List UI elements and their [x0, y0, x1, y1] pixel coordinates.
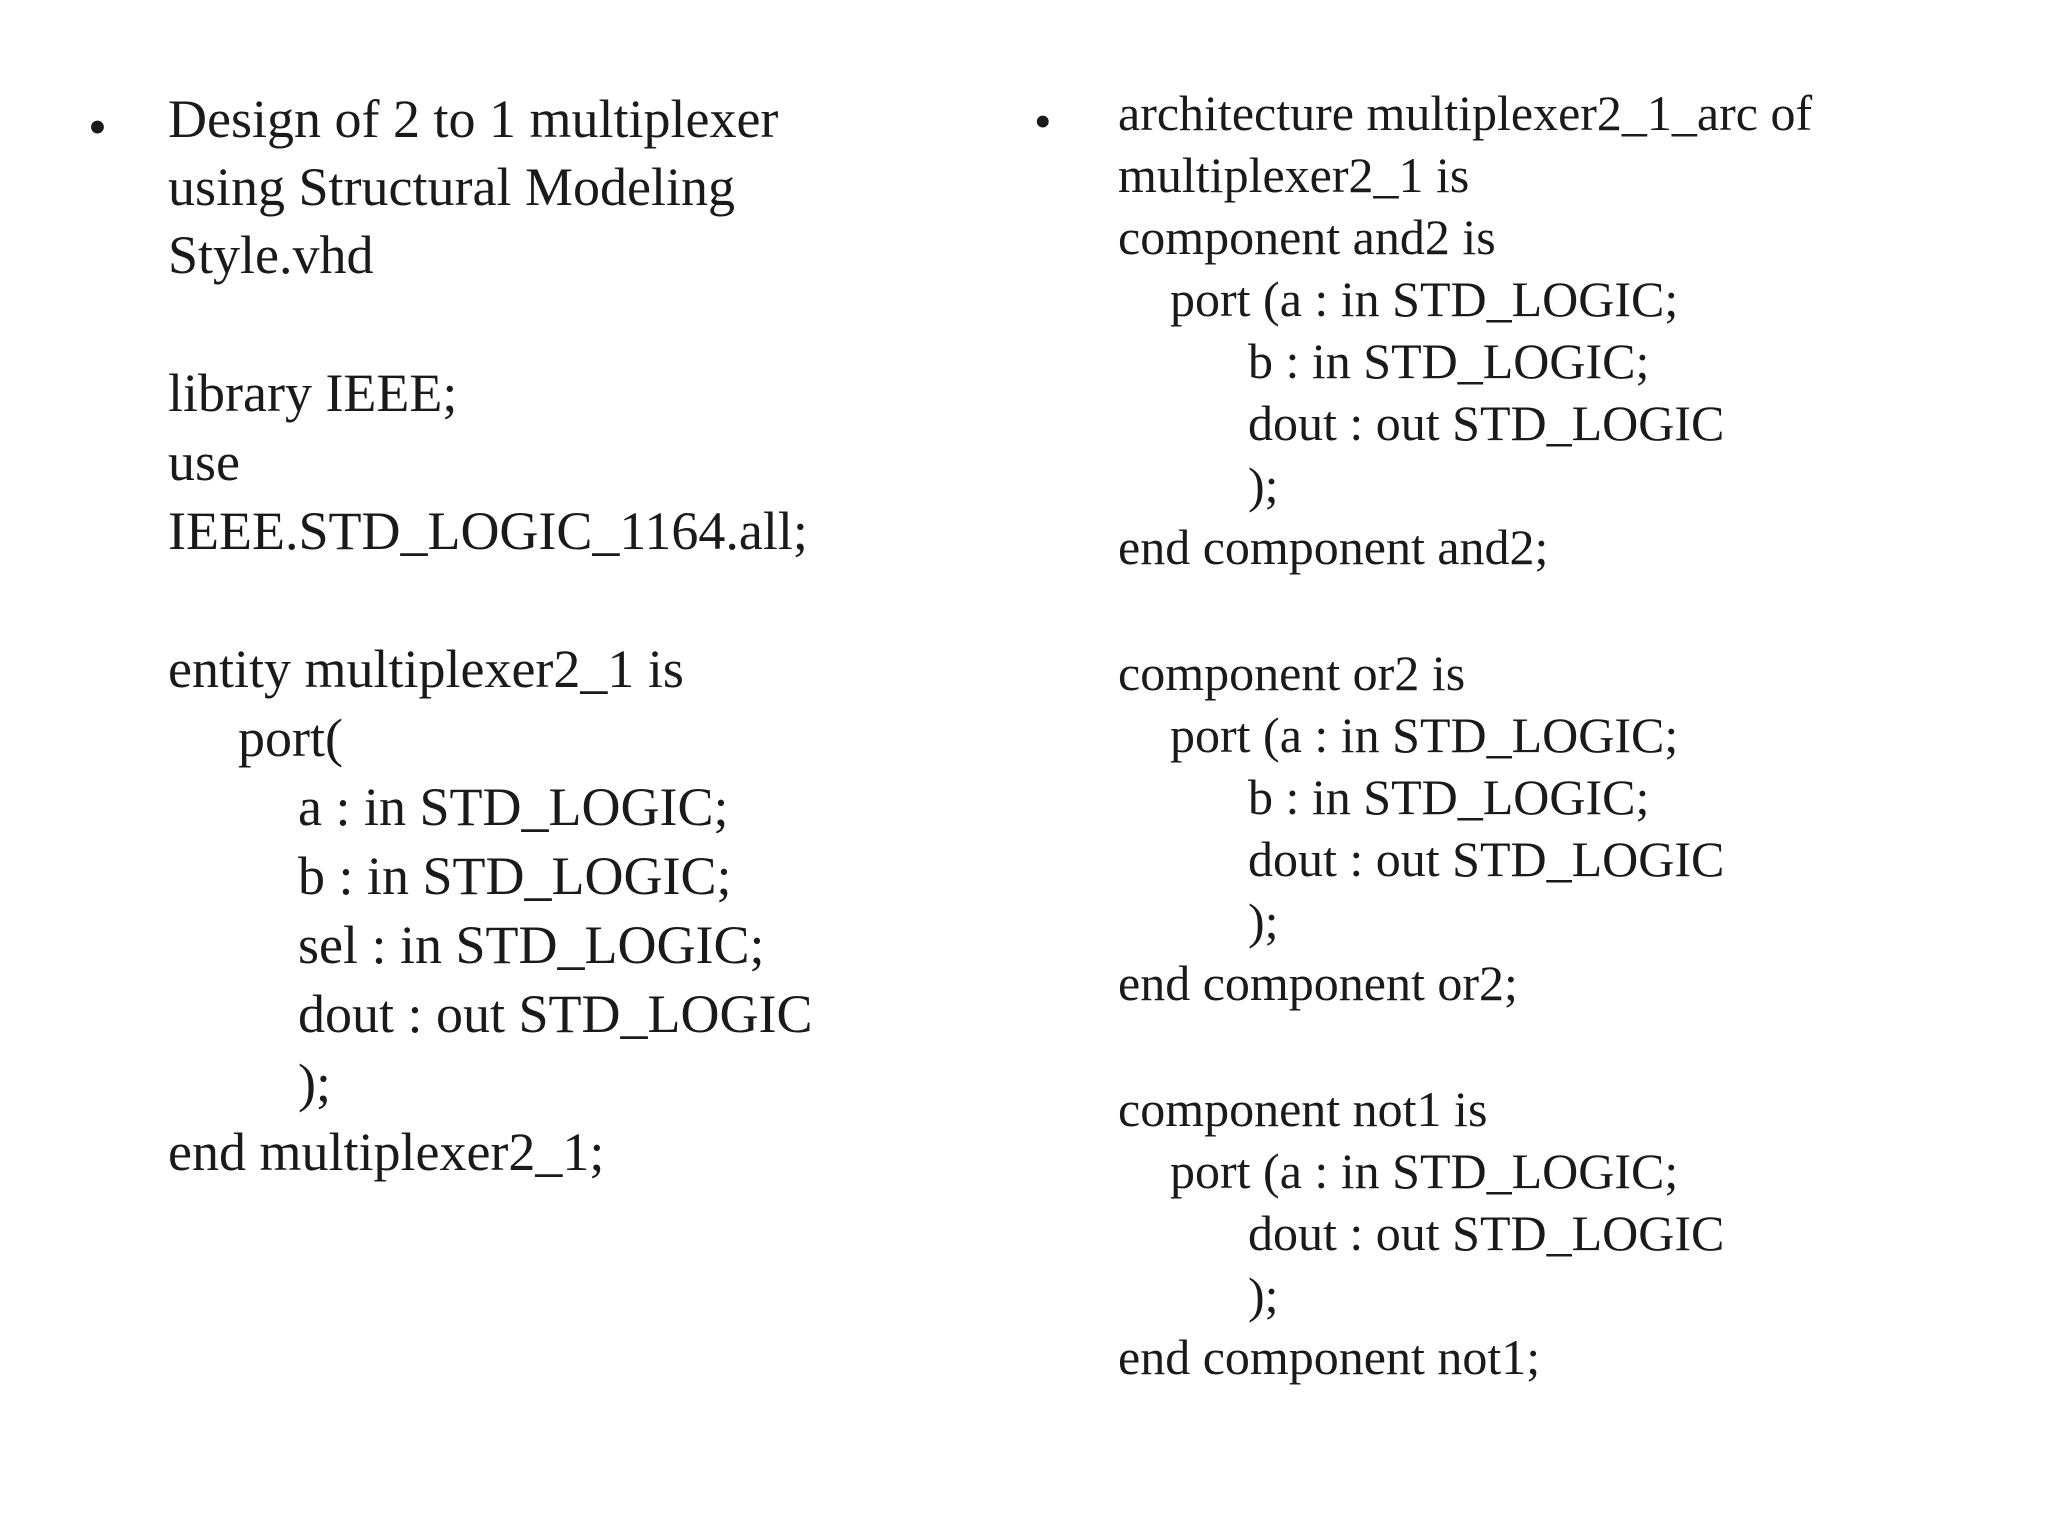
bullet-marker: •	[1034, 93, 1052, 149]
text-line: );	[1248, 893, 1279, 949]
text-line: component not1 is	[1118, 1081, 1488, 1137]
text-line: dout : out STD_LOGIC	[1248, 1205, 1725, 1261]
text-line: dout : out STD_LOGIC	[1248, 395, 1725, 451]
text-line: architecture multiplexer2_1_arc of	[1118, 85, 1813, 141]
text-line: end component or2;	[1118, 955, 1518, 1011]
text-line: );	[298, 1053, 331, 1113]
text-line: multiplexer2_1 is	[1118, 147, 1470, 203]
bullet-marker: •	[88, 97, 107, 157]
text-line: use	[168, 432, 240, 492]
text-line: port (a : in STD_LOGIC;	[1170, 1143, 1679, 1199]
text-line: port (a : in STD_LOGIC;	[1170, 271, 1679, 327]
text-line: component and2 is	[1118, 209, 1496, 265]
text-line: IEEE.STD_LOGIC_1164.all;	[168, 501, 808, 561]
text-line: using Structural Modeling	[168, 157, 735, 217]
text-line: port (a : in STD_LOGIC;	[1170, 707, 1679, 763]
text-line: b : in STD_LOGIC;	[1248, 769, 1650, 825]
text-line: b : in STD_LOGIC;	[1248, 333, 1650, 389]
text-line: end component and2;	[1118, 519, 1549, 575]
text-line: sel : in STD_LOGIC;	[298, 915, 765, 975]
text-line: Design of 2 to 1 multiplexer	[168, 89, 779, 149]
text-line: Style.vhd	[168, 225, 374, 285]
text-line: end component not1;	[1118, 1329, 1541, 1385]
text-line: component or2 is	[1118, 645, 1466, 701]
text-line: );	[1248, 1267, 1279, 1323]
text-line: dout : out STD_LOGIC	[298, 984, 813, 1044]
text-line: library IEEE;	[168, 363, 458, 423]
text-line: );	[1248, 457, 1279, 513]
text-line: end multiplexer2_1;	[168, 1122, 605, 1182]
text-line: port(	[238, 708, 343, 768]
text-line: entity multiplexer2_1 is	[168, 639, 684, 699]
text-line: b : in STD_LOGIC;	[298, 846, 732, 906]
text-line: a : in STD_LOGIC;	[298, 777, 729, 837]
text-line: dout : out STD_LOGIC	[1248, 831, 1725, 887]
